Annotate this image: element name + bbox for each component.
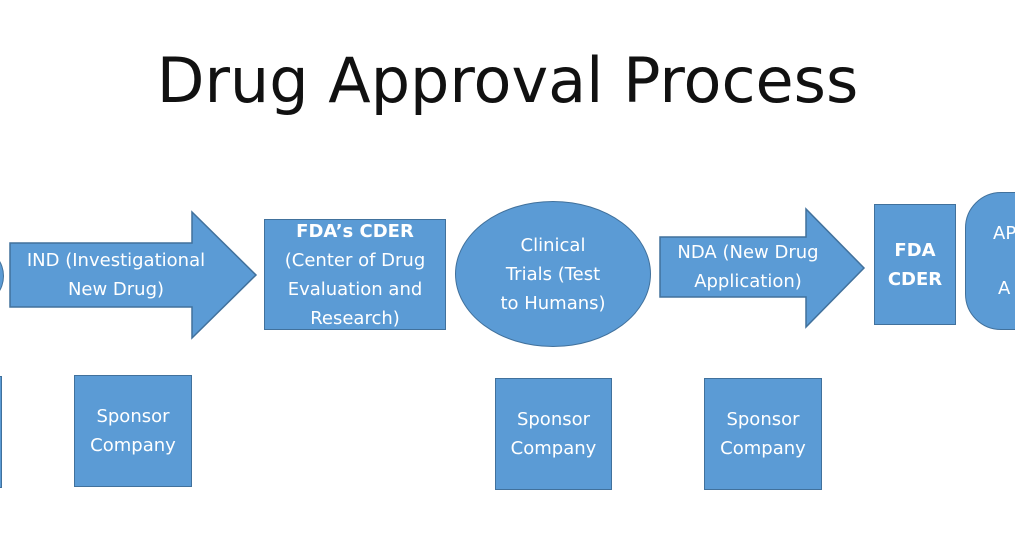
approval-partial-box: AP A	[965, 192, 1015, 330]
sponsor-1-line1: Sponsor	[96, 406, 170, 427]
fda-cder-short-box: FDA CDER	[874, 204, 956, 325]
approval-partial-line2: A	[998, 278, 1011, 299]
nda-arrow-line1: NDA (New Drug	[677, 242, 819, 263]
sponsor-company-box-3: Sponsor Company	[704, 378, 822, 490]
sponsor-2-line1: Sponsor	[516, 409, 591, 430]
ind-arrow-label: IND (Investigational New Drug)	[10, 243, 222, 307]
clinical-trials-line3: to Humans)	[500, 292, 606, 314]
nda-arrow-label: NDA (New Drug Application)	[660, 237, 836, 297]
nda-arrow: NDA (New Drug Application)	[659, 207, 866, 329]
clinical-trials-line1: Clinical	[520, 234, 586, 256]
ind-arrow-line2: New Drug)	[67, 279, 165, 300]
clinical-trials-line2: Trials (Test	[505, 263, 601, 285]
page-title: Drug Approval Process	[156, 44, 859, 117]
sponsor-company-box-1: Sponsor Company	[74, 375, 192, 487]
partial-left-sponsor-box	[0, 376, 2, 488]
fda-cder-short-line2: CDER	[887, 268, 943, 290]
fda-cder-box-line2: (Center of Drug	[284, 249, 426, 271]
fda-cder-box-line3: Evaluation and	[287, 278, 423, 300]
clinical-trials-ellipse: Clinical Trials (Test to Humans)	[455, 201, 651, 347]
ind-arrow: IND (Investigational New Drug)	[9, 210, 258, 340]
fda-cder-short-line1: FDA	[894, 239, 936, 261]
nda-arrow-shape	[659, 207, 866, 329]
sponsor-3-line1: Sponsor	[726, 409, 800, 430]
sponsor-2-line2: Company	[510, 438, 597, 459]
nda-arrow-line2: Application)	[694, 271, 802, 292]
sponsor-3-line2: Company	[720, 438, 806, 459]
approval-partial-line1: AP	[993, 223, 1015, 244]
fda-cder-box: FDA’s CDER (Center of Drug Evaluation an…	[264, 219, 446, 330]
sponsor-company-box-2: Sponsor Company	[495, 378, 612, 490]
sponsor-1-line2: Company	[90, 435, 176, 456]
partial-left-shape	[0, 250, 4, 302]
fda-cder-box-title: FDA’s CDER	[296, 220, 414, 242]
ind-arrow-shape	[9, 210, 258, 340]
fda-cder-box-line4: Research)	[310, 307, 400, 329]
ind-arrow-line1: IND (Investigational	[26, 250, 206, 271]
